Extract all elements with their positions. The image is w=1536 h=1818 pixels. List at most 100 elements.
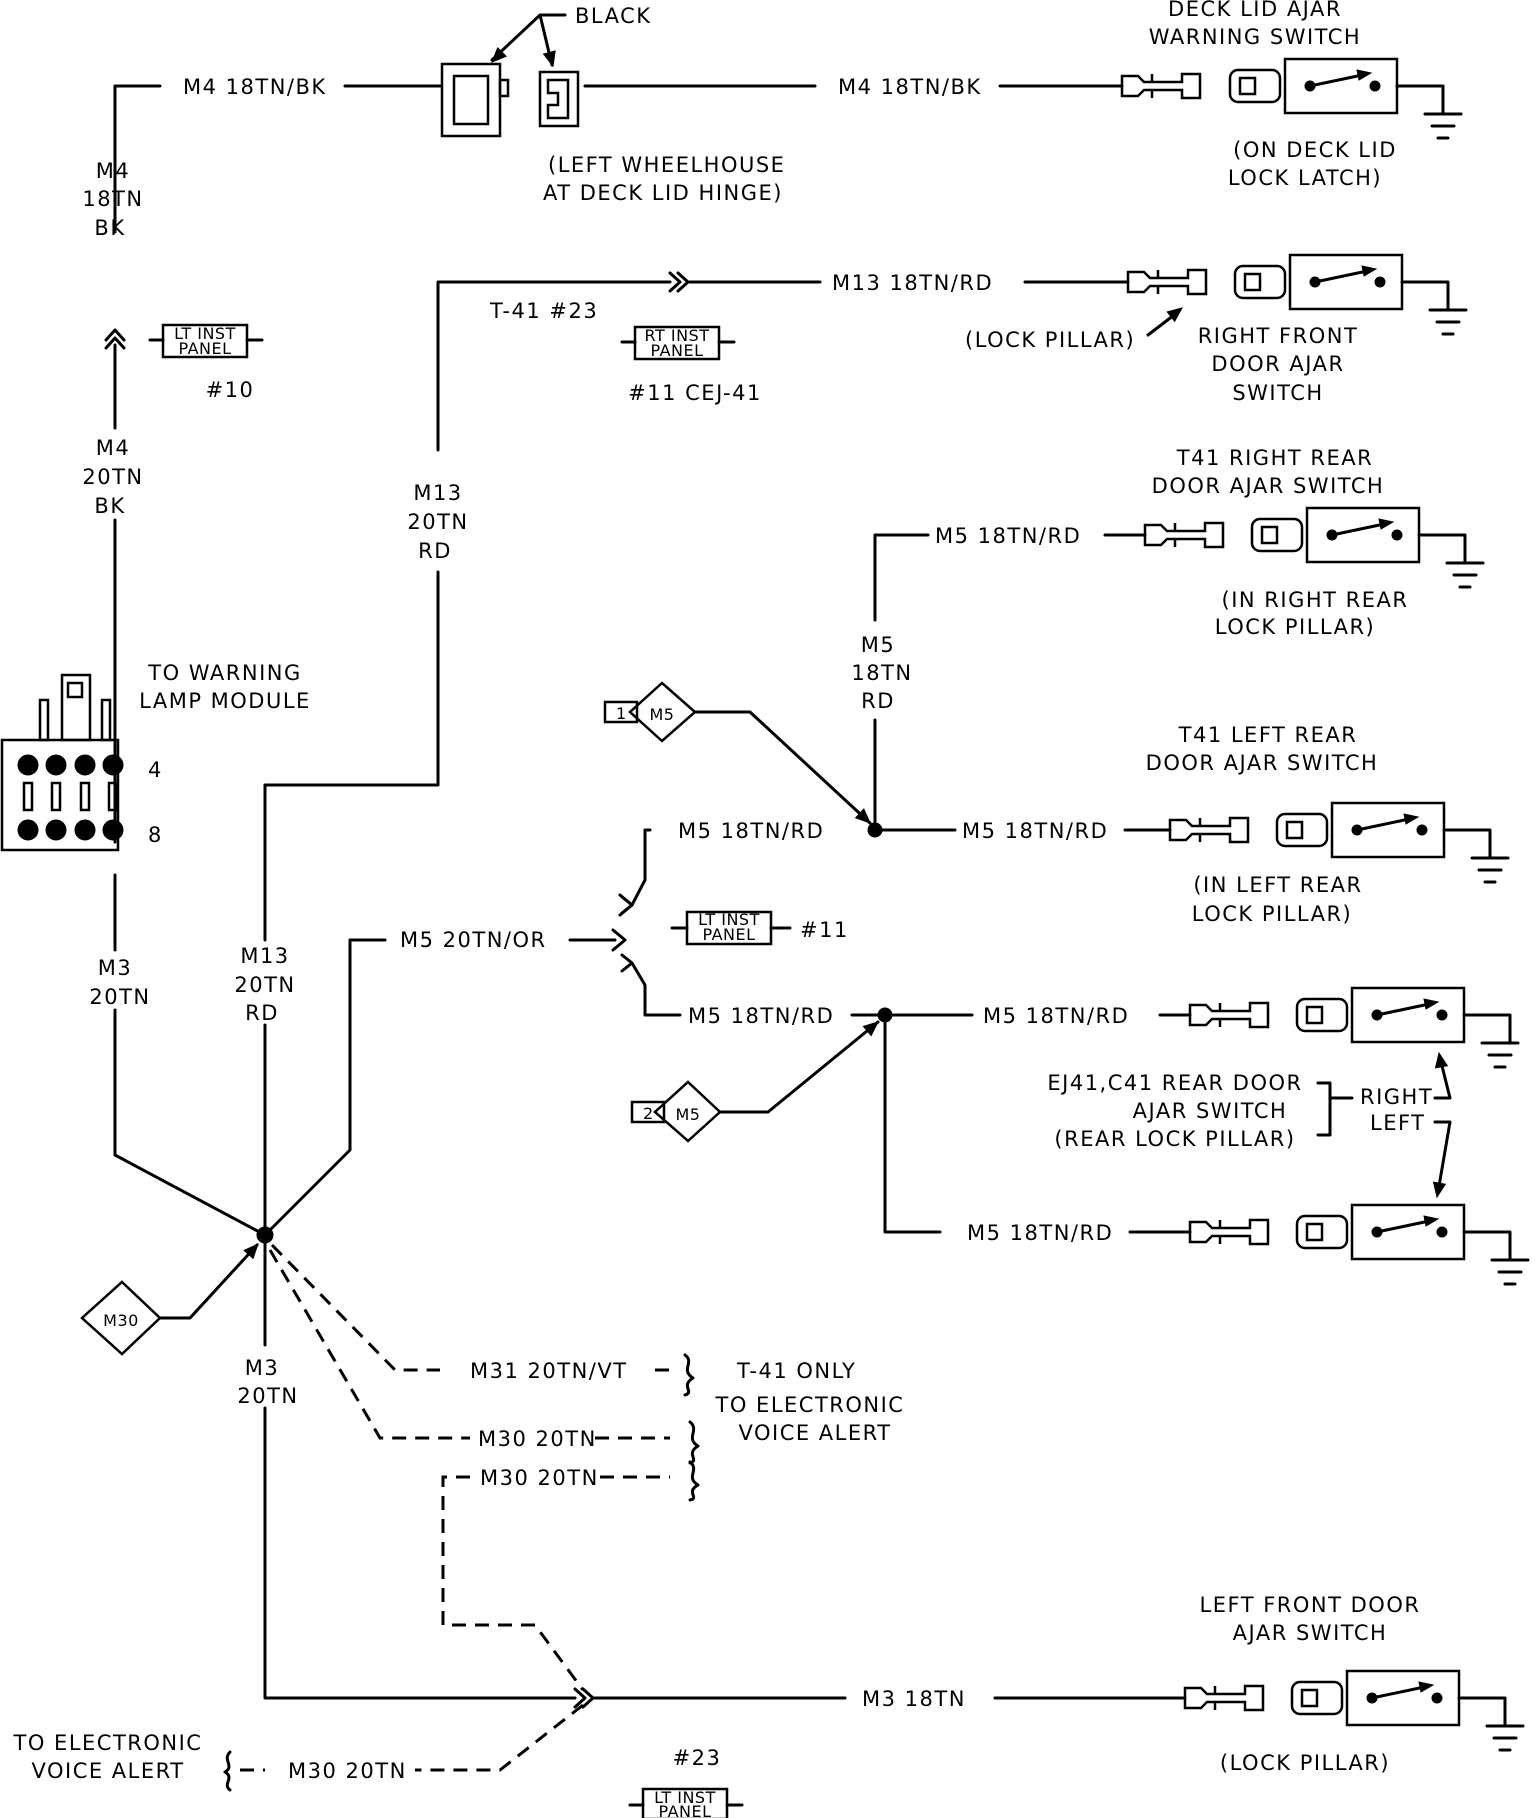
label-m30-tag: M30 [103,1311,139,1330]
ej-left-connector [1188,1218,1270,1246]
label-m5-tag-1: M5 [650,705,675,724]
wire-m4-vertical [113,343,267,1237]
label-rr-loc-2: LOCK PILLAR) [1215,615,1375,639]
lt-inst-panel-box-11 [670,910,792,946]
label-m30-b: M30 20TN [480,1466,599,1490]
ej-left-switch [1350,1203,1512,1262]
label-lt-inst-11-bot: PANEL [702,925,755,944]
ground-icon [1485,1724,1525,1752]
break-m30-bottom [223,1750,232,1792]
label-lt-inst-11: #11 [800,918,849,942]
ground-icon [1428,308,1468,336]
rt-inst-panel-box-11 [620,325,736,361]
ej-right-plug [1295,997,1349,1033]
label-lr-loc-1: (IN LEFT REAR [1193,873,1362,897]
label-m3-low-2: 20TN [237,1384,298,1408]
label-m4-low-3: BK [94,494,125,518]
label-wheelhouse-2: AT DECK LID HINGE) [543,181,783,205]
label-rr-switch-2: DOOR AJAR SWITCH [1152,474,1385,498]
label-pin-8: 8 [148,823,163,847]
rr-connector [1143,521,1225,549]
label-lock-pillar-rf: (LOCK PILLAR) [965,328,1135,352]
ground-icon [1480,1041,1520,1069]
label-m5-rr: M5 18TN/RD [935,524,1081,548]
label-t41-23: T-41 #23 [489,299,598,323]
label-m4-vert-3: BK [94,216,125,240]
wire-m5-rr [873,533,1147,622]
wire-m30-dashed-bottom [415,1703,584,1772]
label-rt-inst-11: #11 CEJ-41 [628,381,762,405]
label-m3-18tn: M3 18TN [862,1687,966,1711]
label-m30-bottom: M30 20TN [288,1759,407,1783]
label-m5-20tn-or: M5 20TN/OR [400,928,547,952]
wire-m13-vertical [263,570,440,1237]
wire-m4-top-left [113,84,162,234]
wire-m30-dashed-a [268,1249,470,1440]
label-m5-ej-bot: M5 18TN/RD [967,1221,1113,1245]
break-m30-a [688,1420,700,1465]
m5-diamond-tag-1 [603,681,697,743]
ground-icon [1445,561,1485,589]
lf-plug [1290,1680,1344,1716]
deck-lid-connector [1120,72,1202,100]
label-m31: M31 20TN/VT [470,1359,628,1383]
rf-plug [1233,264,1287,300]
label-right: RIGHT [1360,1085,1433,1109]
label-lock-pillar-lf: (LOCK PILLAR) [1220,1751,1390,1775]
deck-lid-switch [1283,57,1445,116]
label-m3-vert-2: 20TN [89,985,150,1009]
label-to-warning-2: LAMP MODULE [139,689,311,713]
label-lt-inst-11-top: LT INST [698,910,760,929]
label-m5-vert-3: RD [861,689,895,713]
label-m13-low-3: RD [245,1001,279,1025]
rr-switch [1305,506,1467,565]
wire-m3-down [263,1233,577,1700]
lr-plug [1275,812,1329,848]
label-m5-lr: M5 18TN/RD [962,819,1108,843]
label-num-23: #23 [673,1746,722,1770]
wire-m30-dashed-b [595,1436,670,1479]
label-m4-top-right: M4 18TN/BK [838,75,982,99]
label-left: LEFT [1370,1111,1426,1135]
label-rf-switch-1: RIGHT FRONT [1198,324,1359,348]
label-m3-low-1: M3 [245,1356,279,1380]
label-t41-only: T-41 ONLY [736,1359,856,1383]
lr-connector [1168,816,1250,844]
rr-plug [1250,517,1304,553]
label-to-warning-1: TO WARNING [147,661,302,685]
label-rt-inst-bot: PANEL [650,341,703,360]
label-ref-2: 2 [643,1104,654,1123]
wire-m5-tag2 [718,1020,880,1114]
wire-m5-splice-left [643,828,652,882]
rf-connector [1126,268,1208,296]
label-rr-switch-1: T41 RIGHT REAR [1176,446,1373,470]
wire-m30-tag [158,1243,259,1320]
label-lt-inst-10: #10 [206,378,255,402]
label-rr-loc-1: (IN RIGHT REAR [1222,588,1409,612]
label-lt-inst-bot: PANEL [178,339,231,358]
ground-icon [1423,112,1463,140]
ground-icon [1490,1258,1530,1286]
lf-switch [1345,1669,1507,1728]
label-rf-switch-3: SWITCH [1232,381,1323,405]
lr-switch [1330,801,1492,860]
wheelhouse-connector-left [440,62,510,138]
label-ej41-1: EJ41,C41 REAR DOOR [1047,1071,1302,1095]
label-m5-vert-2: 18TN [851,661,912,685]
wire-m31-dashed [270,1243,440,1372]
label-lr-loc-2: LOCK PILLAR) [1192,902,1352,926]
label-m13-top: M13 18TN/RD [832,271,993,295]
label-lt-inst-23-top: LT INST [654,1788,716,1807]
label-rt-inst-top: RT INST [645,326,710,345]
label-to-eva-bottom-2: VOICE ALERT [31,1759,184,1783]
label-lt-inst-top: LT INST [174,324,236,343]
label-m4-low-1: M4 [96,436,130,460]
wire-m5-ej-vert [883,1013,1192,1234]
ej-left-plug [1295,1214,1349,1250]
wire-m5-tag1 [693,710,872,825]
lf-connector [1183,1684,1265,1712]
label-ref-1: 1 [616,704,627,723]
label-m5-splice-left: M5 18TN/RD [678,819,824,843]
label-deck-lid-loc-2: LOCK LATCH) [1228,166,1382,190]
